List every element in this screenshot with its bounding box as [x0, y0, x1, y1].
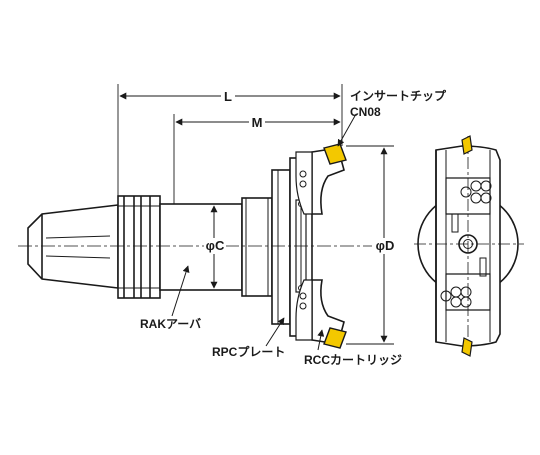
- front-inserts: [461, 135, 473, 357]
- front-upper-insert: [461, 135, 473, 155]
- arbor-body: [159, 169, 291, 325]
- label-insert-tip: インサートチップ: [350, 88, 447, 103]
- label-phiC: φC: [206, 238, 225, 253]
- label-phiD: φD: [376, 238, 395, 253]
- label-insert-code: CN08: [350, 105, 381, 119]
- callout-leaders: [171, 113, 357, 351]
- lower-insert: [323, 327, 347, 349]
- label-rpc-plate: RPCプレート: [212, 344, 285, 359]
- label-rak-arbor: RAKアーバ: [140, 317, 201, 331]
- front-view: [414, 136, 524, 354]
- label-M: M: [252, 115, 263, 130]
- flange: [117, 195, 161, 299]
- label-L: L: [224, 89, 232, 104]
- label-rcc-cartridge: RCCカートリッジ: [304, 353, 402, 367]
- front-lower-insert: [461, 337, 473, 357]
- lower-cartridge: [295, 279, 345, 345]
- taper-shank: [27, 204, 119, 289]
- insert-tips: [323, 143, 347, 349]
- upper-cartridge: [295, 147, 345, 215]
- upper-insert: [323, 143, 347, 165]
- side-view: [18, 147, 372, 345]
